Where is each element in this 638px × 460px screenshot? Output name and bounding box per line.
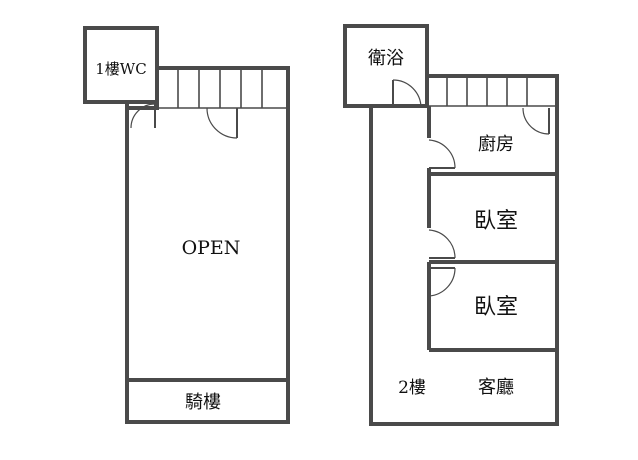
- door-wc-1f: [130, 103, 156, 129]
- floor-label: 2樓: [398, 378, 426, 398]
- wc-label: 1樓WC: [95, 60, 146, 78]
- wc-room: [83, 26, 159, 104]
- arcade-label: 騎樓: [185, 392, 221, 413]
- living-label: 客廳: [478, 377, 514, 398]
- plan-1f: 1樓WC OPEN 騎樓: [83, 26, 290, 424]
- door-bedroom1-2f: [428, 229, 456, 259]
- stair-1f: [177, 68, 263, 108]
- open-room-walls: [125, 66, 290, 424]
- bedroom1-label: 臥室: [474, 209, 518, 234]
- door-stair-2f: [522, 107, 550, 135]
- plan-2f: 衛浴 廚房 臥室 臥室 2樓 客廳: [343, 24, 559, 426]
- kitchen-label: 廚房: [478, 133, 514, 155]
- open-label: OPEN: [182, 237, 241, 259]
- outer-walls-2f: [369, 74, 559, 426]
- door-stair-1f: [206, 107, 238, 139]
- bedroom2-label: 臥室: [474, 295, 518, 320]
- door-bedroom2-2f: [428, 267, 456, 297]
- bath-room: [343, 24, 429, 108]
- bath-label: 衛浴: [368, 48, 404, 69]
- stair-2f: [446, 76, 528, 106]
- door-kitchen-2f: [428, 139, 456, 169]
- door-bath-2f: [392, 79, 422, 109]
